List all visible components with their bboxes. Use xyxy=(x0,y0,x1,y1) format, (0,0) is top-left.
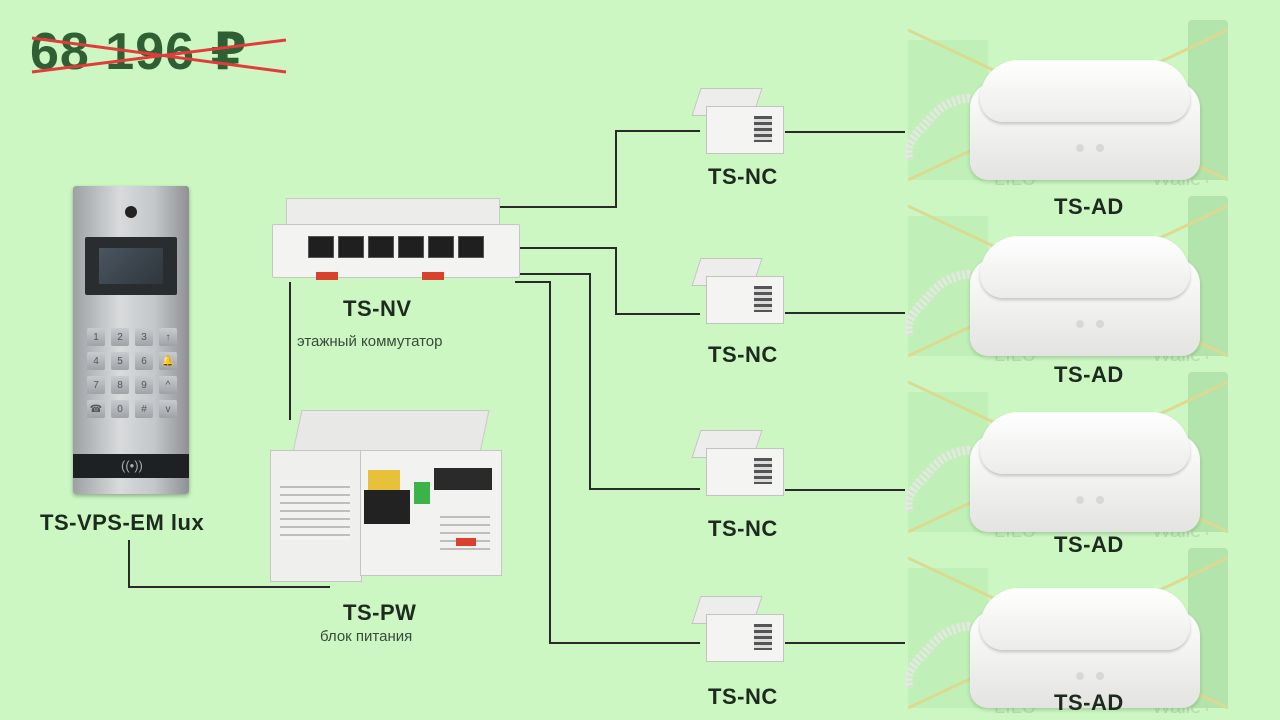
keypad-key: 🔔 xyxy=(159,352,177,370)
keypad-key: 2 xyxy=(111,328,129,346)
rj45-port xyxy=(338,236,364,258)
power-caption: блок питания xyxy=(320,628,413,645)
rj45-port xyxy=(458,236,484,258)
handset-device xyxy=(900,236,1210,381)
nc-label: TS-NC xyxy=(708,516,778,541)
keypad-key: 8 xyxy=(111,376,129,394)
coiled-cord-icon xyxy=(903,93,971,163)
keypad-key: 9 xyxy=(135,376,153,394)
rj45-port xyxy=(398,236,424,258)
panel-label: TS-VPS-EM lux xyxy=(40,510,205,535)
keypad-key: 1 xyxy=(87,328,105,346)
keypad-key: ^ xyxy=(159,376,177,394)
keypad-key: 7 xyxy=(87,376,105,394)
handset-device xyxy=(900,60,1210,205)
rj45-ports xyxy=(308,236,484,258)
ad-label: TS-AD xyxy=(1054,194,1124,219)
keypad-key: 6 xyxy=(135,352,153,370)
keypad-key: # xyxy=(135,400,153,418)
wire-switch-nc3 xyxy=(505,273,700,490)
camera-lens xyxy=(125,206,137,218)
rj45-port xyxy=(368,236,394,258)
power-label: TS-PW xyxy=(343,600,417,625)
wire-switch-nc4 xyxy=(515,281,700,644)
handset-device xyxy=(900,588,1210,720)
power-device xyxy=(260,410,512,582)
coiled-cord-icon xyxy=(903,621,971,691)
price-strike xyxy=(31,36,287,74)
keypad-key: ☎ xyxy=(87,400,105,418)
wire-switch-nc1 xyxy=(500,130,700,208)
coiled-cord-icon xyxy=(903,445,971,515)
keypad-key: ↑ xyxy=(159,328,177,346)
nc-device xyxy=(691,430,786,498)
keypad-key: v xyxy=(159,400,177,418)
ad-label: TS-AD xyxy=(1054,362,1124,387)
rfid-icon: ((•)) xyxy=(121,458,143,473)
keypad-key: 4 xyxy=(87,352,105,370)
rj45-port xyxy=(308,236,334,258)
keypad-key: 5 xyxy=(111,352,129,370)
panel-display xyxy=(85,237,177,295)
nc-device xyxy=(691,88,786,156)
ad-label: TS-AD xyxy=(1054,690,1124,715)
wire-switch-nc2 xyxy=(500,247,700,315)
switch-caption: этажный коммутатор xyxy=(297,333,443,350)
switch-device xyxy=(272,198,520,282)
wire-panel-power xyxy=(128,540,330,588)
keypad-key: 3 xyxy=(135,328,153,346)
keypad-key: 0 xyxy=(111,400,129,418)
rfid-strip: ((•)) xyxy=(73,454,189,478)
rj45-port xyxy=(428,236,454,258)
nc-device xyxy=(691,258,786,326)
handset-device xyxy=(900,412,1210,557)
coiled-cord-icon xyxy=(903,269,971,339)
nc-label: TS-NC xyxy=(708,164,778,189)
nc-label: TS-NC xyxy=(708,342,778,367)
nc-label: TS-NC xyxy=(708,684,778,709)
nc-device xyxy=(691,596,786,664)
switch-label: TS-NV xyxy=(343,296,412,321)
ad-label: TS-AD xyxy=(1054,532,1124,557)
